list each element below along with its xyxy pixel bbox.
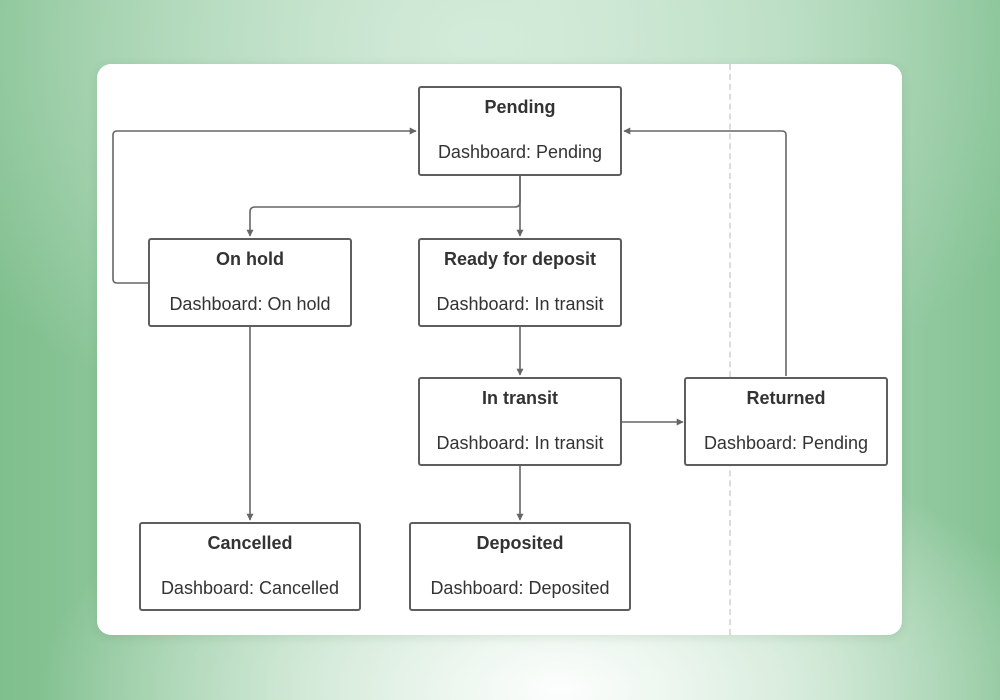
edges-layer [112,127,787,521]
node-returned-subtitle: Dashboard: Pending [703,433,869,453]
node-returned[interactable]: Returned Dashboard: Pending [684,377,888,466]
node-pending[interactable]: Pending Dashboard: Pending [418,86,622,176]
node-in-transit[interactable]: In transit Dashboard: In transit [418,377,622,466]
node-deposited-subtitle: Dashboard: Deposited [430,578,610,598]
node-pending-subtitle: Dashboard: Pending [437,142,603,162]
dashed-divider [729,64,731,635]
edge-pending-to-onhold [246,176,521,237]
edge-onhold-to-pending [112,127,417,284]
edge-returned-to-pending [623,127,787,376]
node-deposited-title: Deposited [476,533,564,553]
node-cancelled-title: Cancelled [207,533,293,553]
node-on-hold-title: On hold [216,249,284,269]
node-ready-for-deposit[interactable]: Ready for deposit Dashboard: In transit [418,238,622,327]
node-on-hold-subtitle: Dashboard: On hold [169,294,331,314]
node-on-hold[interactable]: On hold Dashboard: On hold [148,238,352,327]
node-cancelled-subtitle: Dashboard: Cancelled [160,578,340,598]
node-deposited[interactable]: Deposited Dashboard: Deposited [409,522,631,611]
diagram-card: Pending Dashboard: Pending On hold Dashb… [97,64,902,635]
node-cancelled[interactable]: Cancelled Dashboard: Cancelled [139,522,361,611]
node-in-transit-subtitle: Dashboard: In transit [436,433,604,453]
node-ready-for-deposit-title: Ready for deposit [443,249,597,269]
node-ready-for-deposit-subtitle: Dashboard: In transit [436,294,604,314]
node-pending-title: Pending [484,97,556,117]
node-in-transit-title: In transit [481,388,558,408]
node-returned-title: Returned [746,388,826,408]
